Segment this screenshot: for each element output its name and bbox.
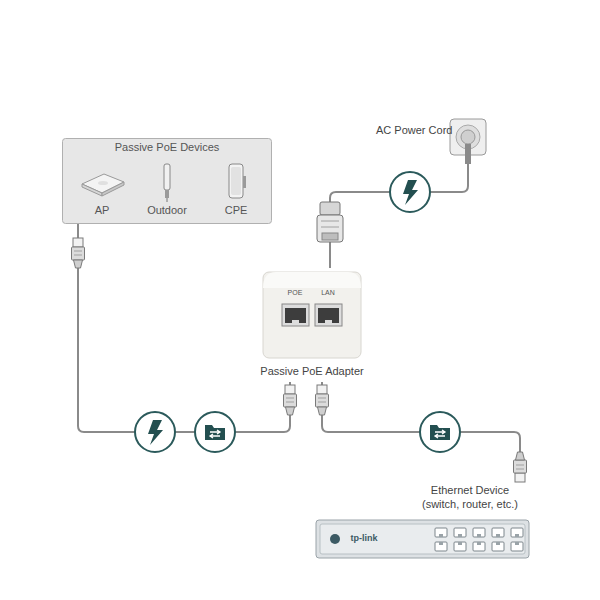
rj45-plug — [284, 385, 297, 415]
power-label: AC Power Cord — [376, 124, 452, 137]
device-label: CPE — [208, 204, 264, 217]
device-label: AP — [74, 204, 130, 217]
switch-port — [511, 528, 523, 537]
switch-port — [454, 542, 466, 551]
port-tab — [496, 534, 500, 537]
power-outlet: AC Power Cord — [376, 118, 488, 164]
cable-connector — [330, 164, 468, 268]
port-label: LAN — [314, 289, 342, 297]
port-tab — [496, 542, 500, 545]
drawing-part — [321, 227, 339, 228]
port-hole — [285, 308, 306, 323]
ethernet-switch: Ethernet Device(switch, router, etc.) — [315, 482, 530, 562]
drawing-part — [430, 425, 450, 440]
port-tab — [458, 534, 462, 537]
device-subheading: (switch, router, etc.) — [395, 498, 545, 511]
port-tab — [458, 542, 462, 545]
switch-port — [435, 528, 447, 537]
device-label: Outdoor — [139, 204, 195, 217]
switch-port — [473, 528, 485, 537]
drawing-part — [322, 233, 338, 240]
logo-mark — [330, 534, 340, 544]
drawing-part — [321, 221, 339, 222]
switch-front — [320, 524, 525, 554]
switch-port — [454, 528, 466, 537]
ap-side — [82, 184, 102, 196]
switch-port — [473, 542, 485, 551]
port-tab — [515, 534, 519, 537]
adapter-label: Passive PoE Adapter — [232, 365, 392, 378]
device-group-box: Passive PoE DevicesAP Outdoor CPE — [62, 138, 272, 224]
port-notch — [292, 320, 299, 323]
antenna-mount — [165, 190, 169, 198]
switch-port — [492, 542, 504, 551]
port-tab — [439, 542, 443, 545]
power-symbol — [135, 412, 175, 452]
data-symbol — [195, 412, 235, 452]
group-panel — [63, 139, 272, 224]
switch-port — [492, 528, 504, 537]
device-heading: Ethernet Device — [395, 484, 545, 497]
access-point-device: AP — [74, 162, 130, 220]
switch-port — [435, 542, 447, 551]
drawing-part — [205, 425, 225, 440]
brand-logo: tp-link — [339, 533, 389, 544]
port-hole — [318, 308, 339, 323]
data-symbol — [420, 412, 460, 452]
adapter-top — [263, 272, 361, 288]
power-symbol — [390, 172, 430, 212]
drawing-part — [135, 412, 175, 452]
drawing-part — [148, 420, 163, 445]
ap-led — [98, 181, 108, 185]
cpe-device: CPE — [208, 162, 264, 220]
port-tab — [477, 542, 481, 545]
outdoor-device: Outdoor — [139, 162, 195, 220]
rj45-plug — [514, 452, 527, 482]
port-tab — [477, 534, 481, 537]
port-notch — [325, 320, 332, 323]
poe-adapter-art — [262, 268, 362, 382]
iec-power-plug — [317, 202, 343, 242]
cable-connector — [322, 382, 520, 482]
cable-connector — [78, 224, 290, 432]
drawing-part — [317, 215, 343, 242]
antenna-pole — [167, 198, 168, 202]
port-frame — [282, 304, 309, 326]
adapter-body — [263, 272, 361, 358]
cpe-body — [229, 164, 243, 198]
rj45-plug — [72, 238, 85, 268]
drawing-part — [420, 412, 460, 452]
switch-port — [511, 542, 523, 551]
cpe-bracket — [243, 176, 246, 188]
drawing-part — [403, 180, 418, 205]
rj45-plug — [316, 385, 329, 415]
cpe-face — [231, 167, 241, 195]
drawing-part — [195, 412, 235, 452]
port-tab — [515, 542, 519, 545]
switch-body — [316, 520, 529, 558]
group-heading: Passive PoE Devices — [62, 141, 272, 154]
drawing-part — [320, 202, 340, 215]
cord-neck — [465, 144, 471, 164]
drawing-part — [390, 172, 430, 212]
port-tab — [439, 534, 443, 537]
plug-head — [461, 130, 475, 144]
port-frame — [315, 304, 342, 326]
port-label: POE — [281, 289, 309, 297]
antenna-body — [164, 164, 170, 190]
poe-adapter: Passive PoE Adapter — [262, 268, 362, 382]
